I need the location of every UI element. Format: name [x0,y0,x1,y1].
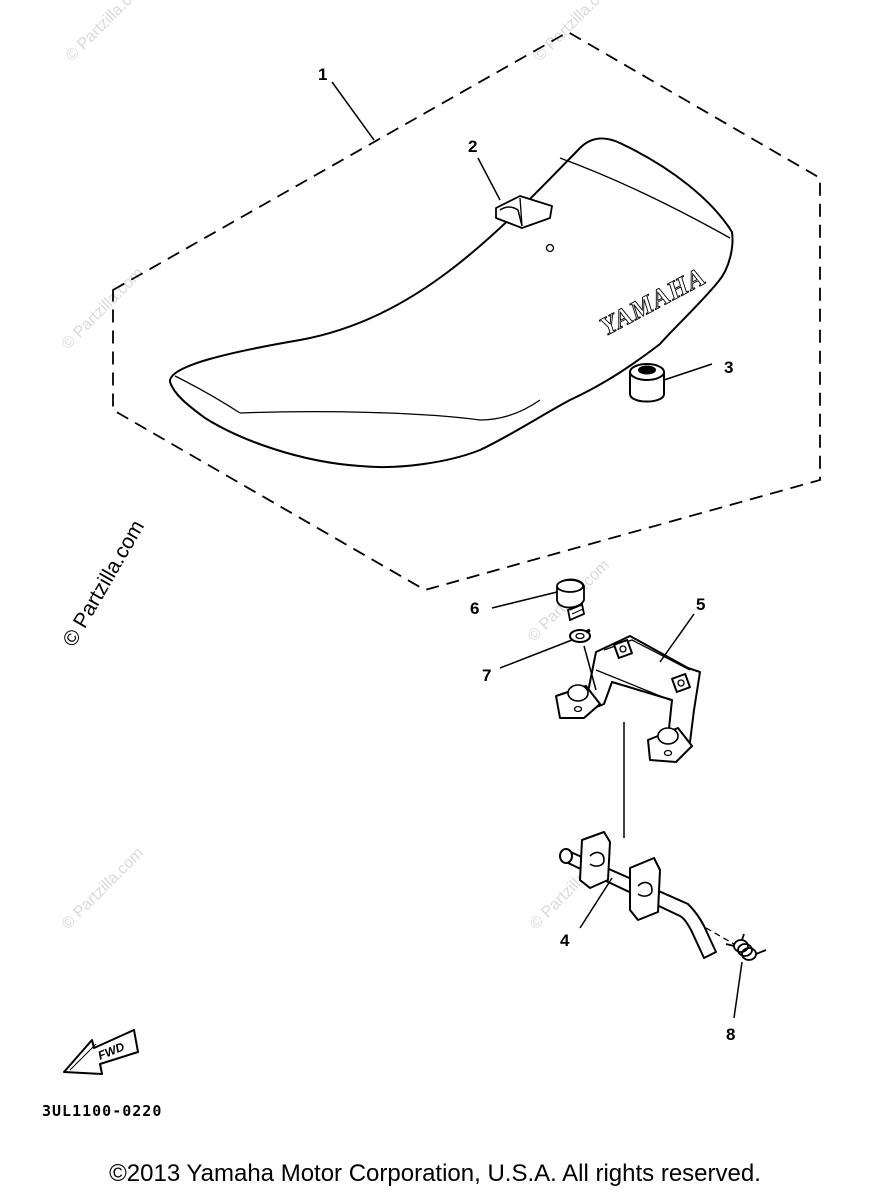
lock-washer [569,628,591,643]
seat-side-line [239,399,541,421]
watermark-faint: © Partzilla.com [531,0,619,65]
watermark-faint: © Partzilla.com [59,845,147,933]
part-code: 3UL1100-0220 [42,1102,163,1120]
bracket [555,635,701,763]
watermark-main: © Partzilla.com [58,516,149,650]
callout-6: 6 [470,599,479,618]
seat-outline [169,137,734,469]
seat-top-line [559,157,731,239]
spring [725,933,767,961]
assembly-boundary [112,30,821,591]
faint-watermarks: © Partzilla.com © Partzilla.com © Partzi… [59,0,619,933]
spring-guide [705,927,735,945]
bolt [556,578,586,622]
callout-3: 3 [724,358,733,377]
seat-hole [545,243,555,253]
callout-5: 5 [696,595,705,614]
callout-7: 7 [482,666,491,685]
leader-lines [331,81,743,1019]
seat-crease [174,375,241,414]
watermark-faint: © Partzilla.com [63,0,151,65]
damper [629,363,665,403]
seat-hook [495,195,553,229]
callout-8: 8 [726,1025,735,1044]
latch-rod [559,831,717,959]
fwd-arrow-icon: FWD [63,1029,139,1075]
seat [169,137,734,469]
callout-1: 1 [318,65,327,84]
callout-2: 2 [468,137,477,156]
copyright-notice: ©2013 Yamaha Motor Corporation, U.S.A. A… [109,1160,761,1187]
callout-4: 4 [560,931,570,950]
